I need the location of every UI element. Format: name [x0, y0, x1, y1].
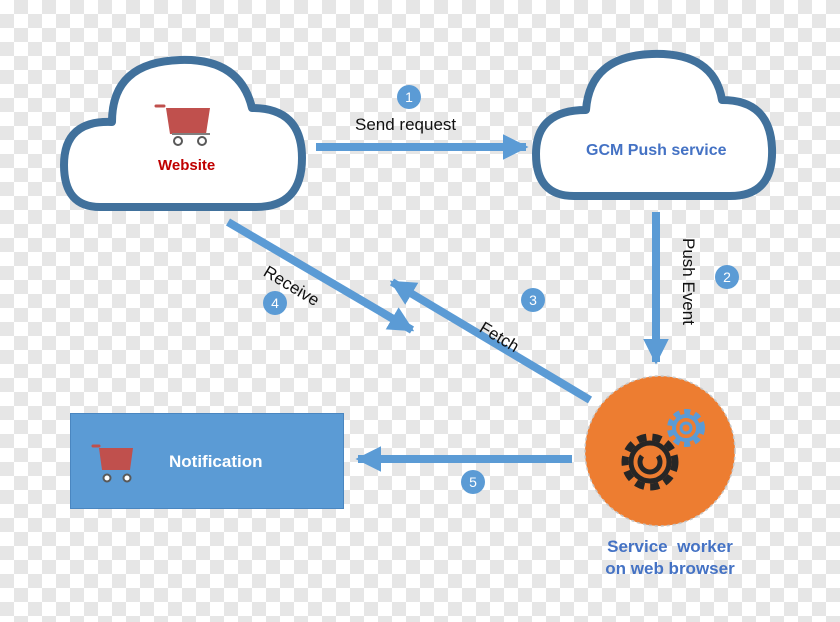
arrow-fetch: [389, 278, 593, 404]
service-worker-label-line2: on web browser: [605, 559, 735, 578]
step-2-label: Push Event: [679, 238, 698, 325]
service-worker-node: [584, 375, 736, 527]
notification-label: Notification: [169, 452, 263, 471]
arrow-receive: [225, 218, 415, 334]
step-3-badge: 3: [521, 288, 545, 312]
website-label: Website: [158, 157, 216, 174]
step-1-label: Send request: [355, 115, 457, 134]
gcm-cloud-icon: [532, 49, 777, 200]
service-worker-caption: Service worker on web browser: [560, 536, 780, 580]
step-4-badge: 4: [263, 291, 287, 315]
notification-cart-icon: [91, 444, 133, 483]
gcm-push-service-label: GCM Push service: [586, 142, 727, 159]
step-2-badge: 2: [715, 265, 739, 289]
service-worker-label-line1: Service worker: [607, 537, 733, 556]
notification-node: Notification: [70, 413, 344, 509]
step-5-badge: 5: [461, 470, 485, 494]
shopping-cart-icon: [154, 104, 210, 146]
gears-icon: [621, 409, 705, 491]
step-1-badge: 1: [397, 85, 421, 109]
